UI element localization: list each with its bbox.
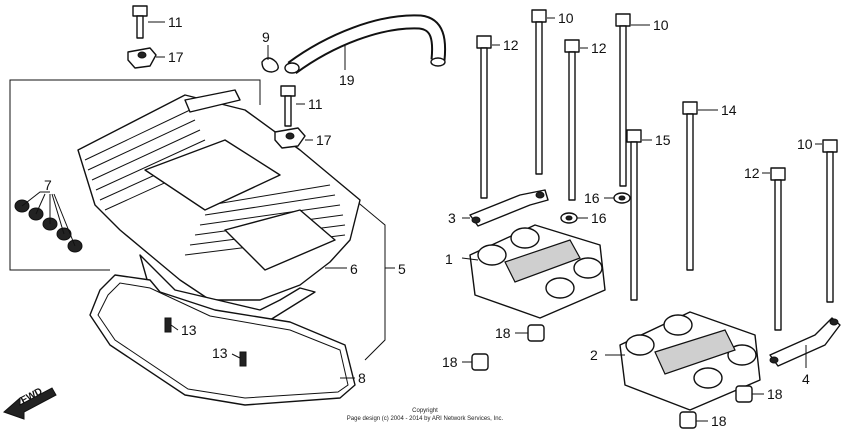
callout-12-c: 12 xyxy=(744,165,760,181)
callout-12-b: 12 xyxy=(591,40,607,56)
dowel-18-a xyxy=(515,324,545,342)
callout-18-d: 18 xyxy=(711,413,727,429)
callout-1: 1 xyxy=(445,251,453,267)
callout-2: 2 xyxy=(590,347,598,363)
bolt-12-b xyxy=(564,39,588,201)
cam-holder-1 xyxy=(461,224,606,319)
callout-18-a: 18 xyxy=(495,325,511,341)
forward-direction-arrow: FWD xyxy=(3,386,57,420)
bolt-10-a xyxy=(531,9,555,175)
washer-17-mid xyxy=(274,127,313,149)
washer-16-b xyxy=(560,212,588,224)
callout-5: 5 xyxy=(398,261,406,277)
washer-16-a xyxy=(604,192,631,204)
grommet-set xyxy=(14,191,83,253)
callout-10-a: 10 xyxy=(558,10,574,26)
callout-13-b: 13 xyxy=(212,345,228,361)
callout-6: 6 xyxy=(350,261,358,277)
callout-15: 15 xyxy=(655,132,671,148)
bolt-14 xyxy=(682,101,718,271)
bolt-12-a xyxy=(476,35,500,199)
breather-hose xyxy=(284,14,447,75)
dowel-18-d xyxy=(679,411,708,429)
callout-16-b: 16 xyxy=(591,210,607,226)
bolt-10-b xyxy=(615,13,650,187)
dowel-18-b xyxy=(462,353,489,371)
callout-18-c: 18 xyxy=(767,386,783,402)
callout-4: 4 xyxy=(802,371,810,387)
bolt-11-mid xyxy=(280,85,305,127)
callout-11-a: 11 xyxy=(168,14,183,30)
washer-17-top xyxy=(127,47,165,69)
callout-18-b: 18 xyxy=(442,354,458,370)
bolt-12-c xyxy=(762,167,786,331)
plate-3 xyxy=(462,189,549,227)
callout-10-c: 10 xyxy=(797,136,813,152)
callout-17-a: 17 xyxy=(168,49,184,65)
callout-11-b: 11 xyxy=(308,96,323,112)
bolt-11-top xyxy=(132,5,165,39)
callout-17-b: 17 xyxy=(316,132,332,148)
callout-14: 14 xyxy=(721,102,737,118)
screw-13-a xyxy=(164,317,179,333)
callout-10-b: 10 xyxy=(653,17,669,33)
dowel-18-c xyxy=(735,385,764,403)
callout-16-a: 16 xyxy=(584,190,600,206)
hose-clip xyxy=(261,45,279,73)
callout-7: 7 xyxy=(44,177,52,193)
plate-4 xyxy=(769,317,841,368)
bolt-10-c xyxy=(815,139,838,303)
callout-labels: 1 2 3 4 5 6 7 8 9 10 10 10 11 11 12 12 1… xyxy=(44,10,813,429)
cover-gasket xyxy=(89,274,356,406)
callout-19: 19 xyxy=(339,72,355,88)
callout-8: 8 xyxy=(358,370,366,386)
copyright-title: Copyright xyxy=(412,408,438,414)
screw-13-b xyxy=(231,351,247,367)
callout-13-a: 13 xyxy=(181,322,197,338)
cam-holder-2 xyxy=(605,311,761,411)
bolt-15 xyxy=(626,129,652,301)
copyright-notice: Page design (c) 2004 - 2014 by ARI Netwo… xyxy=(346,416,504,422)
callout-3: 3 xyxy=(448,210,456,226)
callout-12-a: 12 xyxy=(503,37,519,53)
callout-9: 9 xyxy=(262,29,270,45)
